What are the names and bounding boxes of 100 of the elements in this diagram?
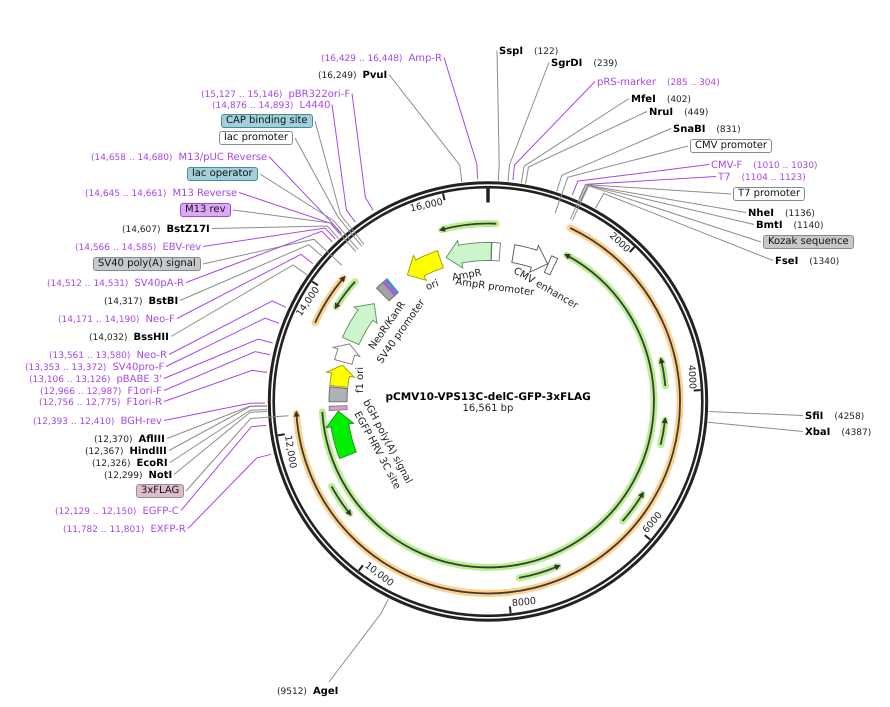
cut-position: (9512) (277, 686, 307, 696)
feature-tag: lac operator (187, 167, 258, 181)
enzyme-name: BmtI (756, 220, 783, 230)
leader-line (595, 192, 774, 261)
cut-position: (12,367) (85, 446, 124, 456)
primer-name: L4440 (299, 100, 330, 110)
leader-line (580, 184, 754, 225)
leader-line (525, 111, 648, 184)
enzyme-name: SgrDI (551, 58, 582, 68)
cut-position: (12,299) (104, 470, 143, 480)
leader-line (352, 93, 374, 211)
feature-label: f1 ori (355, 366, 368, 394)
enzyme-name: BstZ17I (166, 224, 210, 234)
leader-line (578, 176, 716, 199)
cut-position: (1340) (809, 256, 840, 266)
leader-line (332, 104, 356, 223)
primer-name: SV40pro-F (112, 362, 164, 372)
leader-line (186, 415, 289, 492)
binding-range: (13,106 .. 13,126) (29, 374, 110, 384)
primer-name: T7 (718, 172, 730, 182)
feature-label: ori (424, 278, 440, 294)
feature-tag: CMV promoter (690, 139, 772, 153)
leader-line (166, 318, 280, 367)
leader-line (164, 351, 270, 391)
feature-tag: 3xFLAG (136, 484, 184, 498)
binding-range: (13,561 .. 13,580) (49, 350, 130, 360)
cut-position: (4258) (834, 412, 864, 422)
feature-tag: CAP binding site (221, 114, 313, 128)
binding-range: (14,658 .. 14,680) (91, 152, 172, 162)
binding-range: (1010 .. 1030) (753, 160, 818, 170)
scale-label: 12,000 (280, 434, 298, 470)
leader-line (202, 227, 336, 247)
leader-line (180, 244, 322, 301)
binding-range: (12,756 .. 12,775) (39, 398, 120, 408)
binding-range: (16,429 .. 16,448) (321, 54, 402, 64)
leader-line (166, 405, 268, 439)
feature-tag: T7 promoter (733, 187, 806, 201)
leader-line (188, 454, 272, 529)
feature-tag: lac promoter (219, 131, 293, 145)
leader-line (520, 98, 630, 184)
leader-line (170, 409, 268, 463)
cut-position: (1136) (785, 208, 815, 218)
leader-line (212, 226, 340, 240)
binding-range: (12,393 .. 12,410) (33, 416, 114, 426)
primer-name: Neo-R (136, 350, 167, 360)
cut-position: (12,370) (94, 434, 133, 444)
enzyme-name: HindIII (130, 446, 167, 456)
cut-position: (449) (684, 108, 708, 118)
binding-range: (14,171 .. 14,190) (58, 314, 140, 324)
leader-line (268, 156, 342, 234)
leader-line (238, 192, 341, 235)
enzyme-name: PvuI (362, 70, 388, 80)
leader-line (496, 50, 500, 182)
plasmid-length: 16,561 bp (462, 403, 514, 415)
primer-name: pBABE 3' (116, 374, 162, 384)
leader-line (202, 238, 342, 266)
primer-name: M13 Reverse (172, 188, 238, 198)
primer-name: SV40pA-R (134, 278, 184, 288)
cut-position: (831) (716, 124, 741, 134)
leader-line (232, 210, 356, 252)
leader-line (164, 338, 274, 379)
leader-line (260, 174, 359, 250)
leader-line (572, 164, 710, 196)
plasmid-name: pCMV10-VPS13C-delC-GFP-3xFLAG (386, 391, 591, 403)
leader-line (444, 57, 478, 180)
leader-line (580, 184, 746, 213)
enzyme-name: EcoRI (136, 458, 168, 468)
enzyme-name: NheI (748, 208, 774, 218)
primer-name: F1ori-R (126, 396, 162, 408)
cut-position: (16,249) (318, 70, 357, 80)
leader-line (164, 402, 266, 421)
binding-range: (15,127 .. 15,146) (201, 90, 282, 100)
primer-name: pBR322ori-F (288, 88, 350, 100)
cut-position: (122) (534, 46, 558, 56)
binding-range: (13,353 .. 13,372) (25, 362, 106, 372)
primer-name: pRS-marker (597, 76, 656, 88)
leader-line (164, 370, 268, 402)
leader-line (570, 184, 732, 220)
binding-range: (14,645 .. 14,661) (85, 188, 166, 198)
enzyme-name: NotI (148, 470, 172, 480)
scale-label: 4000 (684, 364, 698, 390)
leader-line (508, 62, 550, 182)
enzyme-name: SfiI (805, 410, 824, 422)
enzyme-name: BssHII (134, 332, 169, 342)
feature-tag: Kozak sequence (763, 235, 854, 249)
enzyme-name: MfeI (631, 94, 656, 104)
primer-name: EBV-rev (162, 242, 202, 252)
leader-line (512, 81, 596, 180)
cut-position: (239) (593, 58, 618, 68)
cut-position: (4387) (841, 428, 872, 438)
leader-line (168, 300, 286, 355)
feature-tag: M13 rev (180, 203, 230, 217)
cut-position: (402) (666, 94, 692, 104)
cut-position: (14,032) (89, 332, 128, 342)
leader-line (708, 411, 804, 416)
primer-name: EGFP-C (142, 506, 179, 516)
leader-line (554, 146, 688, 214)
enzyme-name: AgeI (312, 686, 338, 696)
binding-range: (14,512 .. 14,531) (47, 278, 128, 288)
enzyme-name: NruI (649, 106, 674, 118)
